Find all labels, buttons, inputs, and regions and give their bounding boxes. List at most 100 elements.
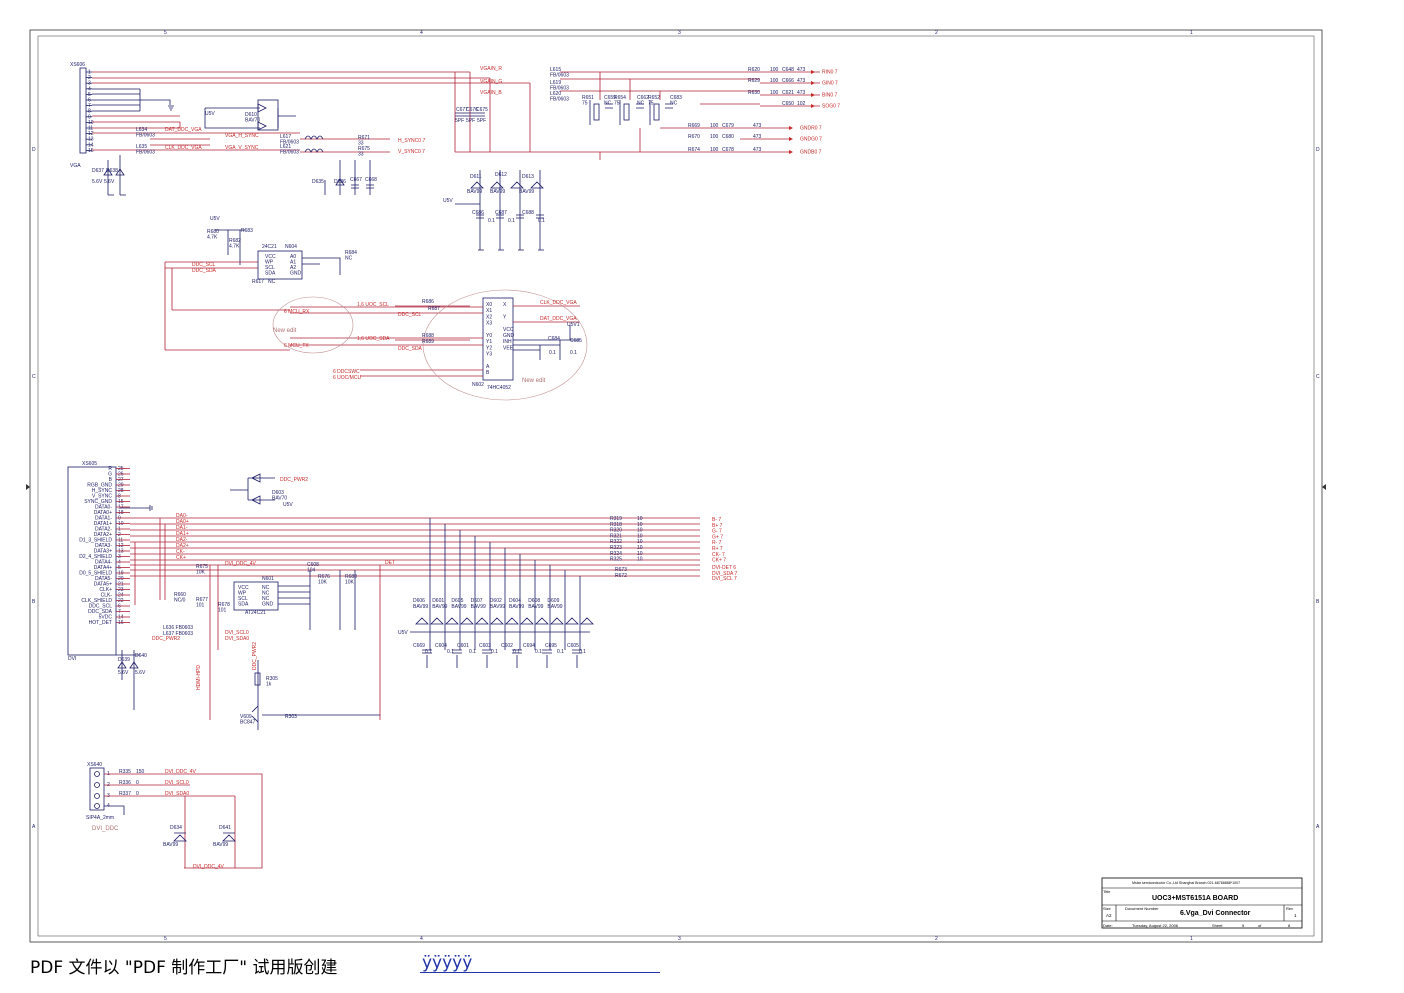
eeprom-pin: SCL	[238, 596, 248, 602]
net-uoc-mcu: 6 UOC/MCU	[333, 375, 361, 381]
center-arrow-icon	[26, 484, 1326, 490]
dvi-net: DA0+	[176, 519, 189, 525]
c687-label: C687	[495, 210, 507, 216]
dvi-pin-name: V_SYNC	[92, 494, 112, 500]
d635-label: D635	[312, 179, 324, 185]
diode-ref: D606	[413, 598, 425, 604]
cap-value: 0.1	[535, 649, 542, 655]
r683-label: R683	[241, 228, 253, 234]
mux-pin: X3	[486, 321, 492, 327]
cap-value: 0.1	[447, 649, 454, 655]
resistor-value: 0	[136, 791, 139, 797]
ruler-label: A	[1316, 824, 1320, 830]
dvi-net: DA0-	[176, 513, 188, 519]
dvi-pin-name: H_SYNC	[92, 488, 113, 494]
d639-label: D639	[118, 657, 130, 663]
dvi-pin-number: 27	[118, 477, 124, 483]
cap-ref: C621	[782, 90, 794, 96]
dvi-pin-name: DATA4-	[95, 560, 112, 566]
port-arrow-icon	[811, 93, 815, 97]
edit-highlight-ellipse	[272, 296, 354, 354]
vga-pin-number: 6	[88, 98, 91, 104]
net-h-sync0: H_SYNC0 7	[398, 138, 425, 144]
vga-passives	[103, 99, 673, 219]
resistor-ref: R337	[119, 791, 131, 797]
vga-pin-number: 12	[88, 131, 94, 137]
dvi-pin-number: 12	[118, 543, 124, 549]
cap-ref: C604	[435, 643, 447, 649]
sheet-inner-border	[37, 35, 1315, 937]
dvi-pin-name: CLK-	[101, 593, 113, 599]
diode-part: BAV99	[451, 604, 466, 610]
cap-value: 473	[797, 78, 806, 84]
n604-ref: N604	[285, 244, 297, 250]
bav99-label: BAV99	[163, 842, 178, 848]
dvi-pin-name: 5VDC	[99, 615, 113, 621]
edit-highlight-ellipse	[422, 289, 588, 401]
dvi-pin-number: 10	[118, 521, 124, 527]
dvi-net: DA1-	[176, 525, 188, 531]
dvi-pin-name: D1_3_SHIELD	[79, 538, 112, 544]
ruler-label: A	[32, 824, 36, 830]
dvi-pin-number: 13	[118, 549, 124, 555]
dvi-pin-name: CLK+	[99, 587, 112, 593]
net-mcu-tx: 6 MCU_TX	[284, 343, 309, 349]
c667-label: C667	[350, 177, 362, 183]
termination-resistors	[589, 100, 651, 125]
n602-part: 74HC4052	[487, 385, 511, 391]
c677-label: C677	[456, 107, 468, 113]
eeprom-pin: SCL	[265, 265, 275, 271]
cap-value: 5PF	[455, 118, 464, 124]
l636-label: L636 FB0603	[163, 625, 193, 631]
xs640-body	[89, 767, 105, 811]
n604-body	[257, 250, 303, 280]
u5v-label: U5V	[398, 630, 408, 636]
eeprom-pin: GND	[262, 602, 274, 608]
vga-pin-number: 2	[88, 75, 91, 81]
n602-body	[482, 297, 514, 381]
cap-value: 0.1	[549, 350, 556, 356]
vga-pin-number: 15	[88, 148, 94, 154]
dvi-pin-number: 19	[118, 571, 124, 577]
c668-label: C668	[365, 177, 377, 183]
cap-value: 473	[797, 67, 806, 73]
cap-ref: C601	[457, 643, 469, 649]
dvi-connector-body	[67, 466, 117, 656]
size-label: Size	[1103, 906, 1112, 911]
of-label: of	[1258, 923, 1262, 928]
cap-value: 0.1	[488, 218, 495, 224]
cap-ref: C648	[782, 67, 794, 73]
n602-ref: N602	[472, 382, 484, 388]
n601-ref: N601	[262, 576, 274, 582]
vga-wires	[92, 71, 820, 251]
cap-ref: C603	[479, 643, 491, 649]
net-dvi-ddc-4v: DVI_DDC_4V	[225, 561, 257, 567]
border-ruler-side: D C B A D C B A	[26, 147, 1326, 830]
cap-ref: C669	[413, 643, 425, 649]
dvi-pin-number: 20	[118, 576, 124, 582]
pdf-footer-text: PDF 文件以 "PDF 制作工厂" 试用版创建	[30, 958, 338, 978]
dvi-pin-name: DATA0+	[94, 510, 112, 516]
vga-pin-number: 10	[88, 120, 94, 126]
bav99-label: BAV99	[213, 842, 228, 848]
dvi-pin-number: 25	[118, 466, 124, 472]
document-number: 6.Vga_Dvi Connector	[1180, 910, 1251, 917]
ruler-label: 5	[164, 30, 167, 36]
dvi-pin-number: 24	[118, 593, 124, 599]
pdf-footer-link[interactable]: ÿÿÿÿÿ	[420, 953, 660, 973]
eeprom-pin: NC	[262, 585, 270, 591]
cap-value: 0.1	[508, 218, 515, 224]
dvi-pin-number: 21	[118, 582, 124, 588]
dvi-pin-number: 8	[118, 494, 121, 500]
vga-pin-number: 5	[88, 92, 91, 98]
d640-label: D640	[135, 653, 147, 659]
eeprom-pin: WP	[238, 591, 247, 597]
